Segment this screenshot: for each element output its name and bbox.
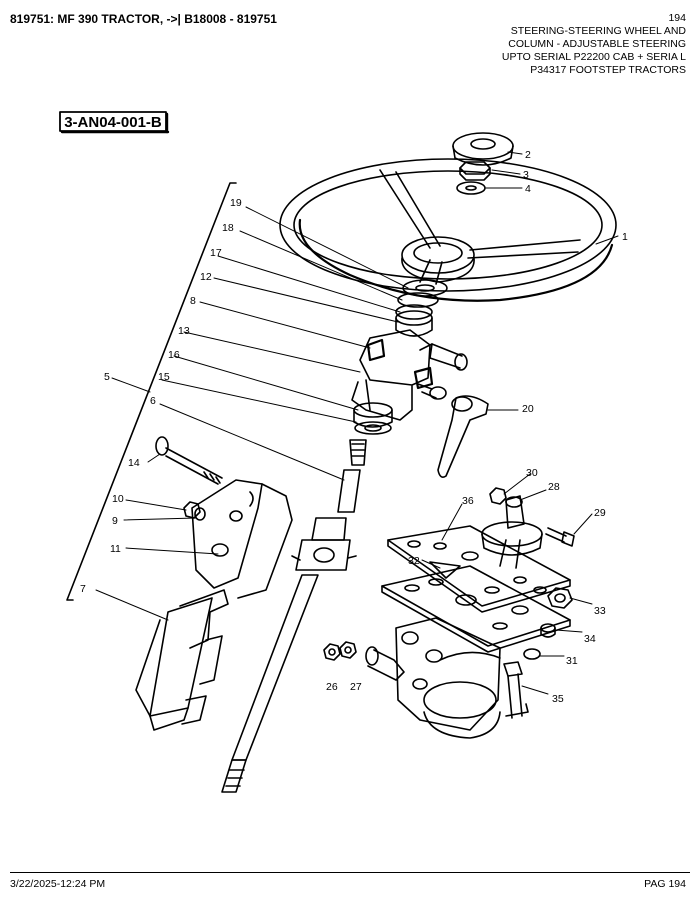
callout-label: 27: [350, 681, 362, 693]
callout-label: 19: [230, 197, 242, 209]
pivot-pin-illustration: [419, 343, 468, 371]
reference-code: 3-AN04-001-B: [64, 114, 162, 131]
callout-label: 35: [552, 693, 564, 705]
callout-label: 9: [112, 515, 118, 527]
bearing-rings-illustration: [395, 279, 448, 337]
callout-label: 8: [190, 295, 196, 307]
callout-leaders: [95, 151, 619, 695]
callout-label: 11: [110, 543, 121, 555]
reference-code-box: 3-AN04-001-B: [59, 111, 170, 134]
description-line: UPTO SERIAL P22200 CAB + SERIA L: [501, 51, 686, 63]
callout-label: 34: [584, 633, 596, 645]
lower-bearing-illustration: [353, 402, 393, 435]
footer-page-label: PAG 194: [644, 878, 686, 890]
nut-illustration: [459, 161, 491, 181]
upper-shaft-illustration: [337, 439, 367, 513]
description-line: P34317 FOOTSTEP TRACTORS: [530, 64, 686, 76]
callout-label: 10: [112, 493, 124, 505]
horn-cap-illustration: [452, 132, 514, 166]
callout-label: 28: [548, 481, 560, 493]
nut-26-illustration: [323, 643, 341, 661]
description-line: STEERING-STEERING WHEEL AND: [510, 25, 686, 37]
washer-9-illustration: [194, 507, 206, 521]
callout-label: 20: [522, 403, 534, 415]
adjust-lever-illustration: [437, 395, 489, 478]
column-bracket-illustration: [135, 479, 293, 731]
spacer-34-illustration: [540, 623, 556, 638]
callout-label: 26: [326, 681, 338, 693]
page-number: 194: [668, 12, 686, 24]
callout-label: 5: [104, 371, 110, 383]
callout-label: 36: [462, 495, 474, 507]
document-title: 819751: MF 390 TRACTOR, ->| B18008 - 819…: [10, 12, 277, 26]
column-housing-illustration: [351, 329, 434, 421]
spacer-illustration: [417, 383, 447, 400]
nut-27-illustration: [339, 641, 357, 659]
callout-label: 7: [80, 583, 86, 595]
callout-label: 3: [523, 169, 529, 181]
group-bracket: [66, 182, 237, 601]
callout-label: 12: [200, 271, 212, 283]
footer-timestamp: 3/22/2025-12:24 PM: [10, 878, 106, 890]
universal-joint-illustration: [291, 517, 357, 571]
callout-label: 29: [594, 507, 606, 519]
callout-label: 4: [525, 183, 531, 195]
screw-32-illustration: [429, 561, 461, 579]
callout-label: 16: [168, 349, 180, 361]
nut-33-illustration: [547, 587, 573, 609]
steering-wheel-illustration: [279, 158, 617, 302]
callout-label: 2: [525, 149, 531, 161]
steering-unit-illustration: [365, 617, 541, 739]
callout-label: 13: [178, 325, 190, 337]
bolt-29-illustration: [545, 527, 575, 547]
lower-plate-illustration: [381, 565, 571, 653]
flange-illustration: [481, 495, 543, 569]
callout-label: 18: [222, 222, 234, 234]
lower-shaft-illustration: [221, 574, 319, 793]
parts-diagram: 3-AN04-001-B: [59, 111, 628, 793]
callout-label: 6: [150, 395, 156, 407]
callout-labels: 1 2 3 4 5 6 7 8 9 10 11 12 13 14 15 16 1…: [80, 149, 628, 705]
callout-label: 33: [594, 605, 606, 617]
mounting-plate-illustration: [387, 525, 571, 613]
nut-30-illustration: [489, 487, 507, 505]
callout-label: 30: [526, 467, 538, 479]
callout-label: 32: [408, 555, 420, 567]
bolt-35-illustration: [503, 661, 529, 719]
footer-divider: [10, 872, 690, 873]
bolt-14-illustration: [155, 436, 223, 485]
washer-illustration: [456, 181, 486, 195]
callout-label: 31: [566, 655, 578, 667]
header-info: 194 STEERING-STEERING WHEEL AND COLUMN -…: [502, 12, 686, 77]
nut-10-illustration: [183, 501, 201, 519]
callout-label: 1: [622, 231, 628, 243]
callout-label: 14: [128, 457, 140, 469]
description-line: COLUMN - ADJUSTABLE STEERING: [508, 38, 686, 50]
callout-label: 15: [158, 371, 170, 383]
callout-label: 17: [210, 247, 222, 259]
